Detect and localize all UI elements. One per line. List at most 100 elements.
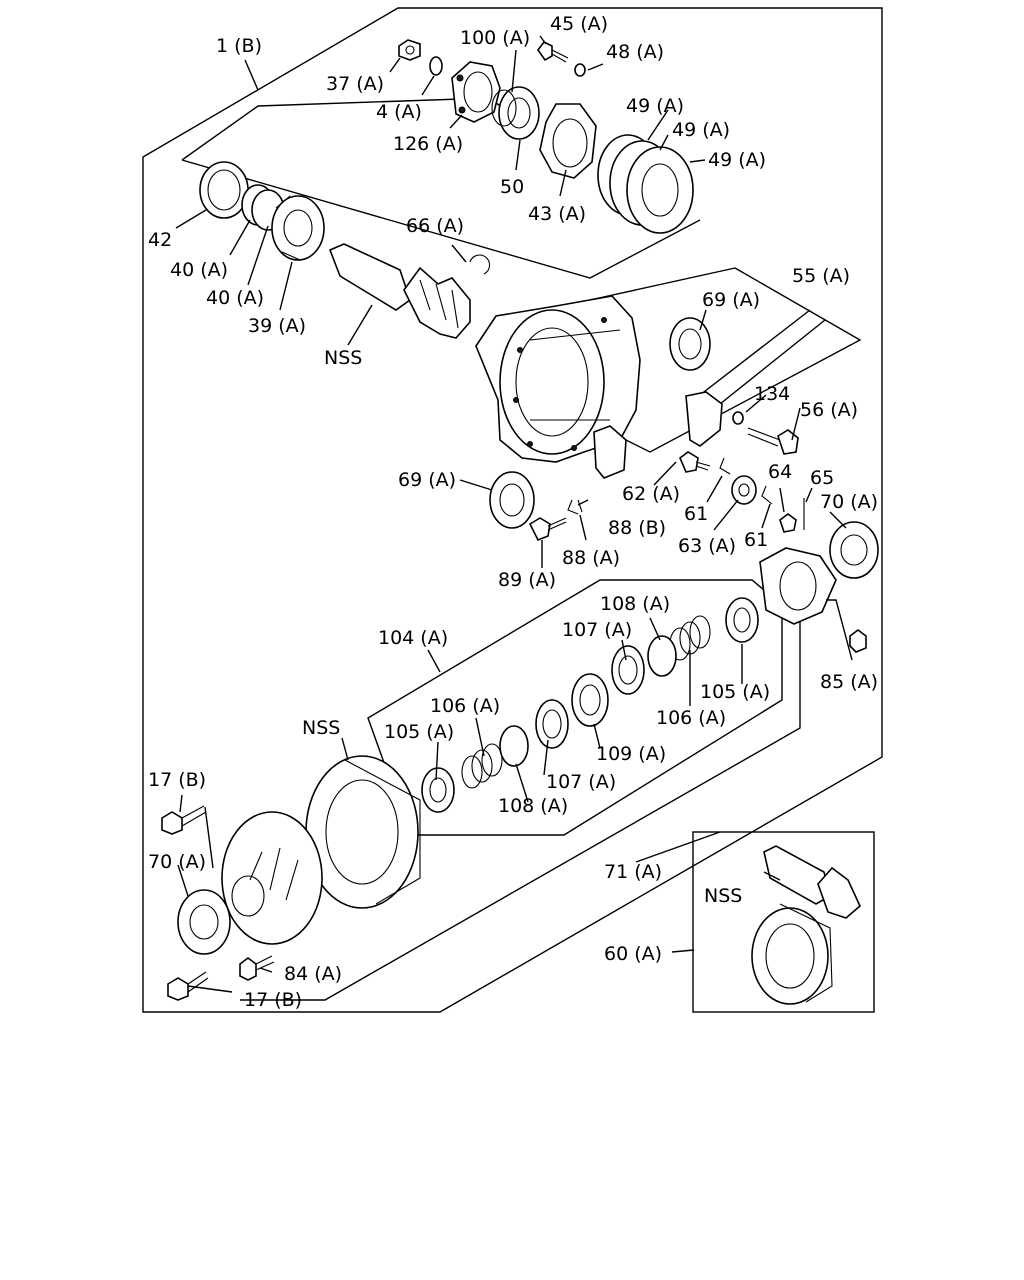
label-63a: 63 (A) bbox=[678, 535, 736, 557]
label-88b: 88 (B) bbox=[608, 517, 666, 539]
friction-plate-part bbox=[535, 645, 645, 749]
bearing-cap-part bbox=[593, 391, 723, 479]
label-64: 64 bbox=[768, 461, 792, 483]
carrier-group-bracket bbox=[589, 267, 862, 453]
label-105a-left: 105 (A) bbox=[384, 721, 454, 743]
adjuster-lock-clip-part bbox=[567, 499, 583, 515]
diff-gear-kit-bracket bbox=[367, 579, 783, 836]
label-17b-bottom: 17 (B) bbox=[244, 989, 302, 1011]
label-70a-right: 70 (A) bbox=[820, 491, 878, 513]
label-71a: 71 (A) bbox=[604, 861, 662, 883]
label-48a: 48 (A) bbox=[606, 41, 664, 63]
label-49a-3: 49 (A) bbox=[708, 149, 766, 171]
label-45a: 45 (A) bbox=[550, 13, 608, 35]
label-65: 65 bbox=[810, 467, 834, 489]
side-bearing-left-part bbox=[177, 889, 231, 955]
bearing-retainer-part bbox=[539, 103, 597, 179]
companion-flange-part bbox=[451, 61, 501, 123]
label-17b-top: 17 (B) bbox=[148, 769, 206, 791]
label-126a: 126 (A) bbox=[393, 133, 463, 155]
side-gear-left-part bbox=[421, 767, 455, 813]
pinion-oil-seal-part bbox=[199, 161, 249, 219]
drive-pinion-gear-part bbox=[328, 243, 471, 339]
side-bearing-adjuster-left-part bbox=[489, 471, 535, 529]
label-60a: 60 (A) bbox=[604, 943, 662, 965]
pinion-bearing-part bbox=[271, 195, 325, 261]
clutch-plate-part bbox=[571, 673, 609, 727]
label-108a-bottom: 108 (A) bbox=[498, 795, 568, 817]
label-49a-1: 49 (A) bbox=[626, 95, 684, 117]
differential-carrier-housing-part bbox=[475, 295, 641, 463]
pinion-snap-ring-part bbox=[469, 254, 491, 275]
label-nss-pinion: NSS bbox=[324, 347, 362, 369]
label-40a-1: 40 (A) bbox=[170, 259, 228, 281]
label-1b: 1 (B) bbox=[216, 35, 262, 57]
label-61-b: 61 bbox=[744, 529, 768, 551]
label-85a: 85 (A) bbox=[820, 671, 878, 693]
label-62a: 62 (A) bbox=[622, 483, 680, 505]
assembly-boundary-outline bbox=[142, 7, 883, 1013]
label-69a-top: 69 (A) bbox=[702, 289, 760, 311]
label-107a-bottom: 107 (A) bbox=[546, 771, 616, 793]
lock-bolt-part bbox=[679, 451, 711, 473]
flange-nut-part bbox=[398, 39, 421, 61]
inset-pinion-gear-part bbox=[763, 845, 861, 919]
side-bearing-right-part bbox=[829, 521, 879, 579]
case-nut-part bbox=[849, 629, 867, 653]
label-37a: 37 (A) bbox=[326, 73, 384, 95]
label-84a: 84 (A) bbox=[284, 963, 342, 985]
ring-gear-bolt-bottom-part bbox=[167, 971, 209, 1001]
label-69a-left: 69 (A) bbox=[398, 469, 456, 491]
label-89a: 89 (A) bbox=[498, 569, 556, 591]
leader-lines bbox=[175, 35, 853, 993]
lock-clip-part bbox=[719, 457, 773, 505]
label-nss-inset: NSS bbox=[704, 885, 742, 907]
inset-ring-pinion-set-box bbox=[692, 831, 875, 1013]
label-50: 50 bbox=[500, 176, 524, 198]
label-55a: 55 (A) bbox=[792, 265, 850, 287]
washer-part bbox=[429, 56, 443, 76]
ring-gear-part bbox=[305, 755, 421, 909]
label-49a-2: 49 (A) bbox=[672, 119, 730, 141]
label-109a: 109 (A) bbox=[596, 743, 666, 765]
side-gear-part bbox=[725, 597, 759, 643]
breather-bearing-part bbox=[731, 475, 757, 505]
ring-gear-bolt-top-part bbox=[161, 805, 207, 835]
label-66a: 66 (A) bbox=[406, 215, 464, 237]
side-bearing-adjuster-top-part bbox=[669, 317, 711, 371]
thrust-washer-left-part bbox=[499, 725, 529, 767]
shim-set-part bbox=[597, 134, 694, 234]
oil-seal-bearing-part bbox=[491, 86, 540, 140]
label-108a-top: 108 (A) bbox=[600, 593, 670, 615]
label-nss-ring: NSS bbox=[302, 717, 340, 739]
part-labels: 1 (B) 37 (A) 4 (A) 100 (A) 45 (A) 48 (A)… bbox=[148, 13, 878, 1011]
label-4a: 4 (A) bbox=[376, 101, 422, 123]
adjuster-lock-bolt-part bbox=[528, 517, 567, 542]
lock-washer-part bbox=[574, 63, 586, 77]
label-43a: 43 (A) bbox=[528, 203, 586, 225]
label-39a: 39 (A) bbox=[248, 315, 306, 337]
label-42: 42 bbox=[148, 229, 172, 251]
diff-case-flange-part bbox=[221, 811, 323, 945]
label-106a-left: 106 (A) bbox=[430, 695, 500, 717]
small-nut-part bbox=[779, 513, 797, 533]
label-104a: 104 (A) bbox=[378, 627, 448, 649]
diff-case-half-part bbox=[759, 547, 837, 625]
label-61-a: 61 bbox=[684, 503, 708, 525]
label-134: 134 bbox=[754, 383, 790, 405]
case-bolt-part bbox=[239, 955, 275, 981]
spring-left-part bbox=[461, 743, 503, 789]
label-107a-top: 107 (A) bbox=[562, 619, 632, 641]
label-100a: 100 (A) bbox=[460, 27, 530, 49]
label-40a-2: 40 (A) bbox=[206, 287, 264, 309]
diff-case-leader-lines bbox=[204, 602, 801, 1001]
label-105a-right: 105 (A) bbox=[700, 681, 770, 703]
cap-washer-part bbox=[732, 411, 744, 425]
cap-bolt-part bbox=[747, 427, 799, 455]
label-88a: 88 (A) bbox=[562, 547, 620, 569]
label-70a-left: 70 (A) bbox=[148, 851, 206, 873]
thrust-washer-part bbox=[647, 635, 677, 677]
label-106a-right: 106 (A) bbox=[656, 707, 726, 729]
bolt-part bbox=[537, 40, 569, 63]
